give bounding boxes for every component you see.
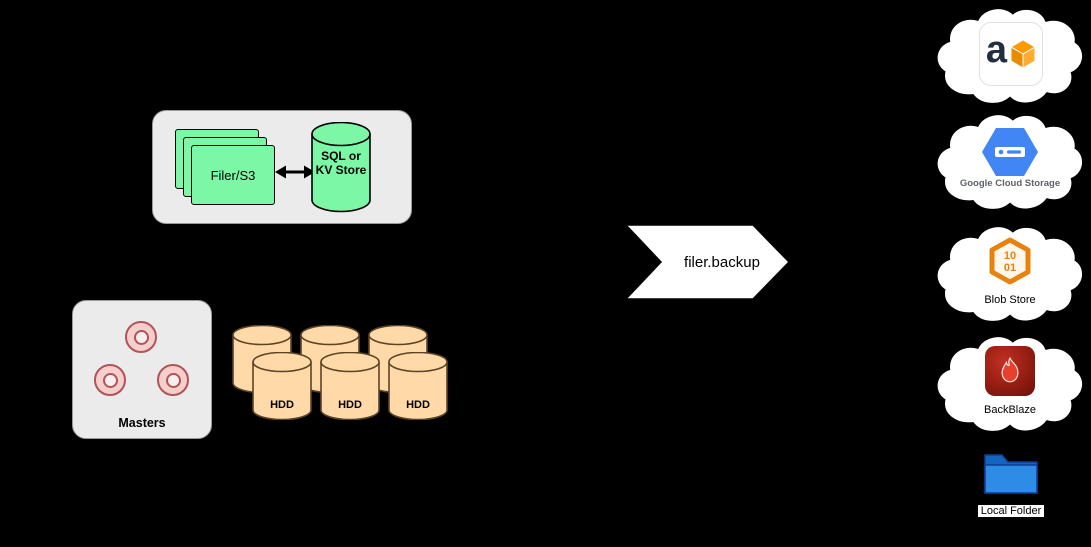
hdd-label: HDD	[338, 399, 362, 411]
azure-blob-icon: 10 01	[989, 237, 1031, 285]
filer-stack-card-front: Filer/S3	[191, 145, 275, 205]
cloud-google-cloud-storage: Google Cloud Storage	[934, 112, 1086, 214]
cloud-aws: a	[934, 6, 1086, 108]
bidirectional-arrow-icon	[275, 161, 315, 183]
master-node-icon	[157, 364, 189, 396]
folder-icon	[984, 454, 1038, 494]
google-cloud-storage-icon	[982, 128, 1038, 176]
filer-stack: Filer/S3	[175, 129, 275, 205]
blob-store-label: Blob Store	[984, 294, 1036, 306]
aws-logo-icon: a	[979, 22, 1043, 86]
blob-digits-bottom: 01	[1004, 262, 1016, 274]
masters-label: Masters	[118, 416, 166, 430]
hdd-cylinder: HDD	[252, 352, 312, 420]
sql-kv-store-label: SQL or KV Store	[315, 149, 367, 178]
master-node-icon	[125, 321, 157, 353]
filer-stack-label: Filer/S3	[210, 167, 256, 183]
backblaze-label: BackBlaze	[984, 404, 1036, 416]
hdd-cylinder: HDD	[320, 352, 380, 420]
backblaze-flame-icon	[985, 346, 1035, 396]
google-cloud-storage-label: Google Cloud Storage	[959, 178, 1061, 189]
hdd-label: HDD	[406, 399, 430, 411]
master-node-icon	[94, 364, 126, 396]
masters-group: Masters	[72, 300, 212, 439]
filer-storage-group: Filer/S3 SQL or KV Store	[152, 110, 412, 224]
local-folder-destination: Local Folder	[956, 448, 1066, 519]
cloud-blob-store: 10 01 Blob Store	[934, 224, 1086, 326]
filer-backup-arrow: filer.backup	[625, 224, 791, 300]
aws-letter: a	[985, 28, 1008, 71]
sql-kv-store-cylinder: SQL or KV Store	[311, 122, 371, 214]
local-folder-label: Local Folder	[977, 505, 1045, 517]
cloud-backblaze: BackBlaze	[934, 334, 1086, 436]
hdd-cylinder: HDD	[388, 352, 448, 420]
hdd-label: HDD	[270, 399, 294, 411]
filer-backup-label: filer.backup	[684, 253, 760, 271]
aws-cube-icon	[1010, 39, 1037, 69]
blob-digits-top: 10	[1004, 250, 1016, 262]
